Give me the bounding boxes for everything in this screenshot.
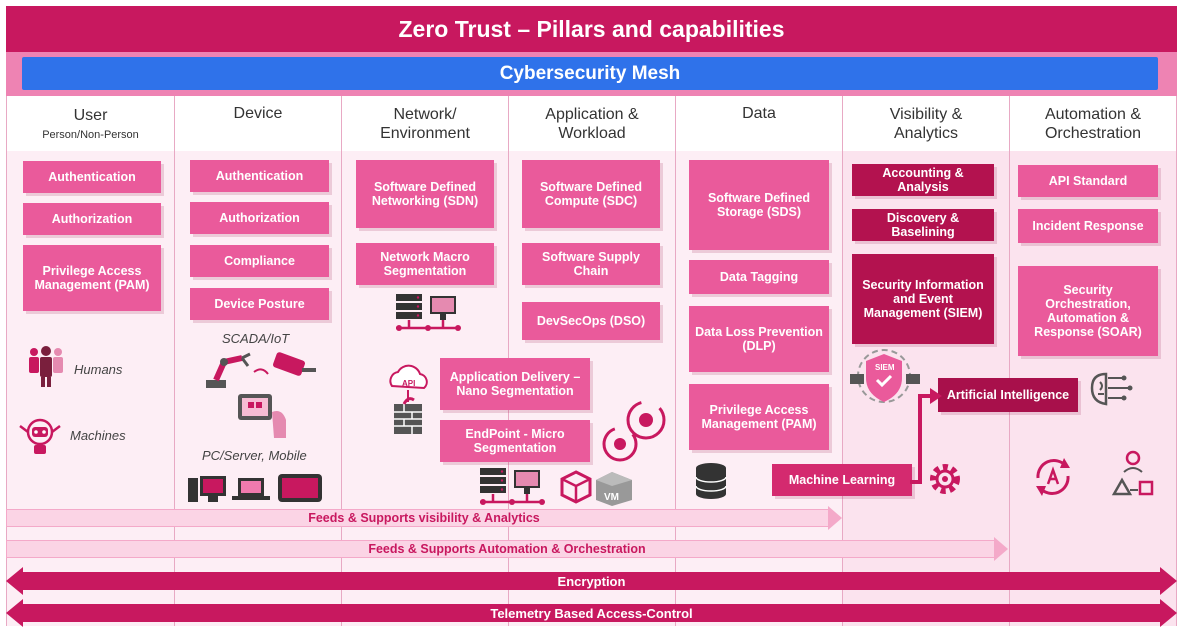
device-authorization-box: Authorization xyxy=(190,202,329,234)
telemetry-arrow: Telemetry Based Access-Control xyxy=(6,599,1177,627)
scada-iot-label: SCADA/IoT xyxy=(222,331,290,346)
humans-label: Humans xyxy=(74,362,123,377)
brain-circuit-icon xyxy=(1090,372,1133,406)
feeds-visibility-arrow: Feeds & Supports visibility & Analytics xyxy=(6,506,842,530)
feeds-visibility-label: Feeds & Supports visibility & Analytics xyxy=(308,511,540,525)
automation-cycle-icon xyxy=(1036,458,1070,496)
nano-segmentation-box: Application Delivery – Nano Segmentation xyxy=(440,358,590,410)
column-data-header: Data xyxy=(676,96,842,151)
siem-box: Security Information and Event Managemen… xyxy=(852,254,994,344)
server-network-icon-2 xyxy=(480,468,545,505)
vm-label: VM xyxy=(604,492,619,503)
ml-to-ai-connector xyxy=(910,388,942,484)
discovery-baselining-box: Discovery & Baselining xyxy=(852,209,994,241)
siem-label: SIEM xyxy=(875,363,895,372)
device-posture-box: Device Posture xyxy=(190,288,329,320)
column-application-header: Application & Workload xyxy=(509,96,675,151)
incident-response-box: Incident Response xyxy=(1018,209,1158,243)
encryption-label: Encryption xyxy=(557,573,626,589)
column-title: Data xyxy=(742,105,776,122)
api-firewall-icon: API xyxy=(389,364,428,434)
sdc-box: Software Defined Compute (SDC) xyxy=(522,160,660,228)
column-device-header: Device xyxy=(175,96,341,151)
artificial-intelligence-box: Artificial Intelligence xyxy=(938,378,1078,412)
user-authentication-box: Authentication xyxy=(23,161,161,193)
server-network-icon xyxy=(396,294,461,331)
pc-server-mobile-label: PC/Server, Mobile xyxy=(202,448,307,463)
feeds-automation-arrow: Feeds & Supports Automation & Orchestrat… xyxy=(6,537,1008,561)
data-tagging-box: Data Tagging xyxy=(689,260,829,294)
api-label: API xyxy=(402,379,415,388)
scada-iot-icon xyxy=(206,352,316,438)
column-network-header: Network/ Environment xyxy=(342,96,508,151)
column-title: User xyxy=(73,106,108,124)
humans-icon xyxy=(29,346,63,387)
micro-segmentation-box: EndPoint - Micro Segmentation xyxy=(440,420,590,462)
device-authentication-box: Authentication xyxy=(190,160,329,192)
user-authorization-box: Authorization xyxy=(23,203,161,235)
workflow-shapes-icon xyxy=(1111,450,1154,496)
machine-learning-box: Machine Learning xyxy=(772,464,912,496)
telemetry-label: Telemetry Based Access-Control xyxy=(490,605,693,621)
api-standard-box: API Standard xyxy=(1018,165,1158,197)
soar-box: Security Orchestration, Automation & Res… xyxy=(1018,266,1158,356)
network-macro-segmentation-box: Network Macro Segmentation xyxy=(356,243,494,285)
sdn-box: Software Defined Networking (SDN) xyxy=(356,160,494,228)
column-visibility-header: Visibility & Analytics xyxy=(843,96,1009,151)
robot-icon xyxy=(19,418,61,454)
column-title: Visibility & Analytics xyxy=(889,105,963,142)
column-user-header: User Person/Non-Person xyxy=(7,96,174,151)
pc-server-mobile-icon xyxy=(188,474,322,502)
devsecops-box: DevSecOps (DSO) xyxy=(522,302,660,340)
machines-label: Machines xyxy=(70,428,126,443)
column-automation-header: Automation & Orchestration xyxy=(1010,96,1176,151)
siem-shield-icon: SIEM xyxy=(850,349,920,403)
software-supply-chain-box: Software Supply Chain xyxy=(522,243,660,285)
device-compliance-box: Compliance xyxy=(190,245,329,277)
column-title: Application & Workload xyxy=(545,105,639,142)
cybersecurity-mesh-bar: Cybersecurity Mesh xyxy=(22,57,1158,90)
encryption-arrow: Encryption xyxy=(6,567,1177,595)
accounting-analysis-box: Accounting & Analysis xyxy=(852,164,994,196)
gear-icon xyxy=(930,464,960,494)
gears-cycle-icon xyxy=(602,400,666,462)
column-subtitle: Person/Non-Person xyxy=(42,128,139,141)
diagram-title: Zero Trust – Pillars and capabilities xyxy=(6,6,1177,52)
container-vm-icon: VM xyxy=(560,470,632,506)
data-pam-box: Privilege Access Management (PAM) xyxy=(689,384,829,450)
dlp-box: Data Loss Prevention (DLP) xyxy=(689,306,829,372)
column-title: Network/ Environment xyxy=(380,105,470,142)
feeds-automation-label: Feeds & Supports Automation & Orchestrat… xyxy=(368,542,646,556)
column-title: Automation & Orchestration xyxy=(1044,105,1142,142)
user-pam-box: Privilege Access Management (PAM) xyxy=(23,245,161,311)
database-icon xyxy=(695,463,727,499)
sds-box: Software Defined Storage (SDS) xyxy=(689,160,829,250)
column-title: Device xyxy=(233,105,283,122)
